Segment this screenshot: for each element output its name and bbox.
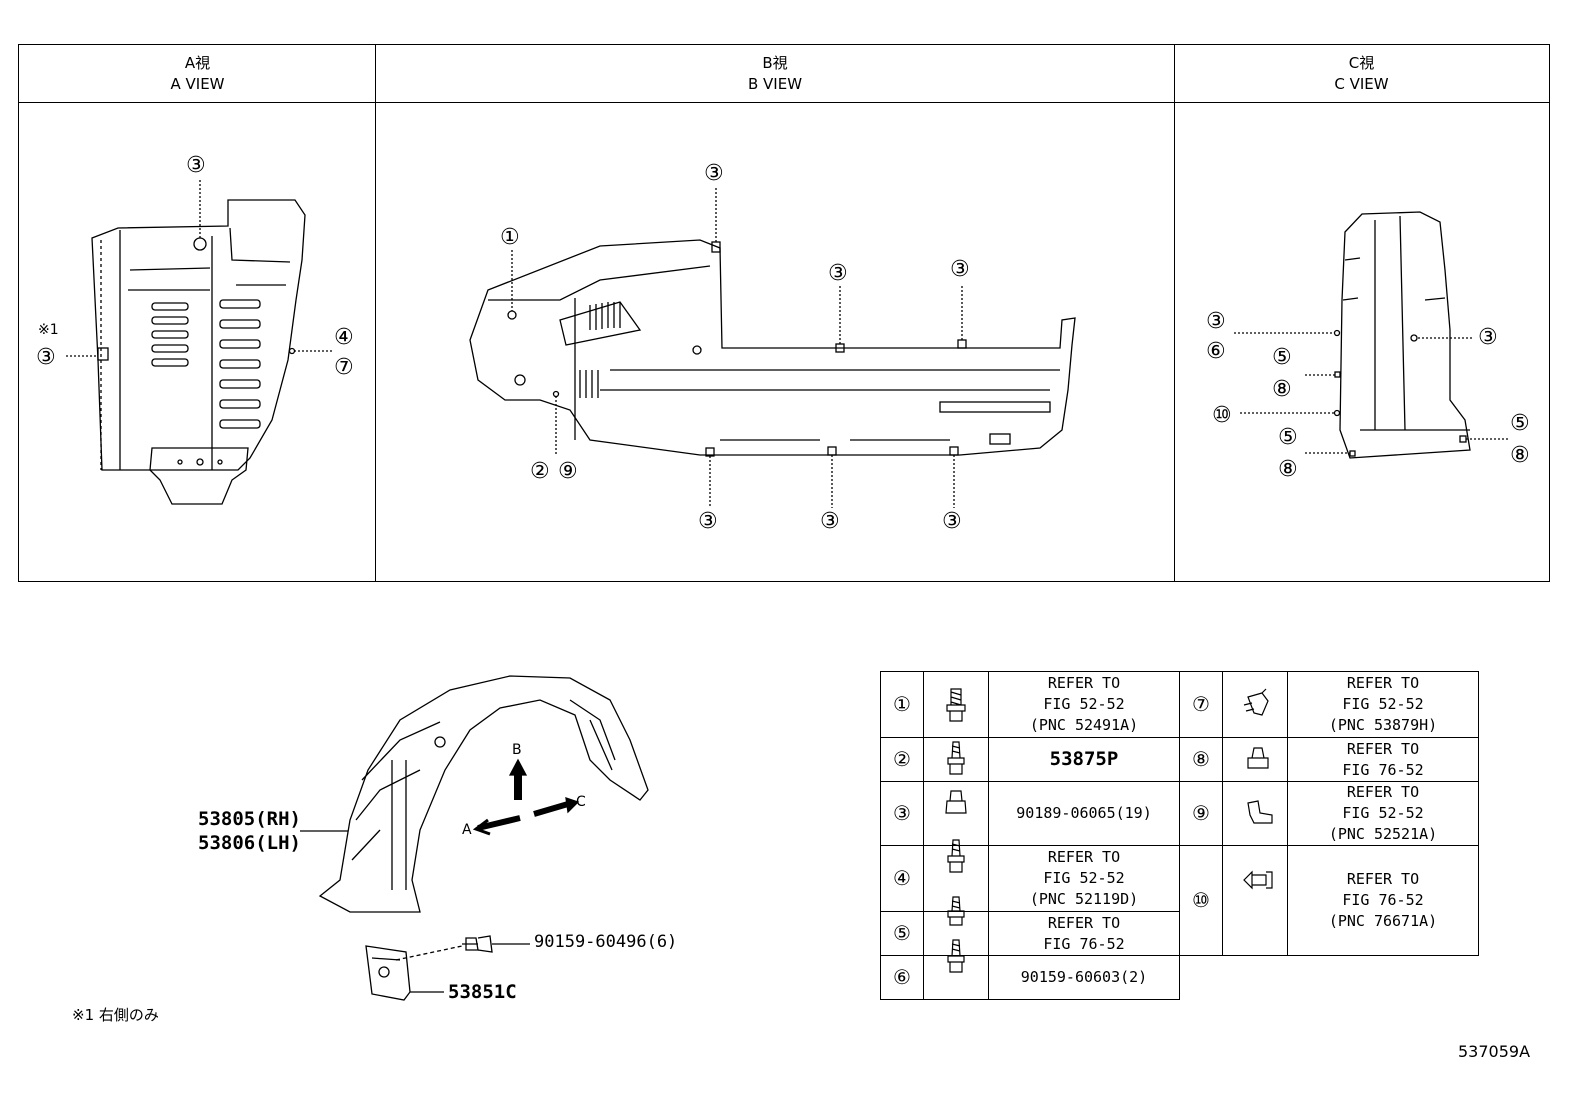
fastener-icon-cell-3: [923, 781, 989, 846]
a-view-vent-slots: [151, 299, 261, 429]
fastener-icon-cell-6: [923, 955, 989, 1000]
right-side-only-mark: ※1: [38, 322, 59, 338]
fastener-num-9: ⑨: [1179, 781, 1223, 846]
direction-arrow-a: [477, 815, 521, 831]
fender-liner-drawing: [300, 675, 649, 913]
callout-ten-17: ⑩: [1212, 403, 1232, 428]
callout-three-13: ③: [1206, 309, 1226, 334]
mudguard-drawing: [365, 935, 530, 1001]
fastener-num-7: ⑦: [1179, 671, 1223, 738]
fastener-icon-cell-5: [923, 911, 989, 956]
c-view-label-en: C VIEW: [1334, 75, 1389, 93]
c-view-header: C視 C VIEW: [1174, 45, 1549, 103]
callout-six-14: ⑥: [1206, 339, 1226, 364]
direction-b-label: B: [512, 742, 522, 758]
footnote: ※1 右側のみ: [72, 1006, 159, 1024]
b-view-vent-slots: [579, 302, 621, 398]
callout-three-6: ③: [828, 261, 848, 286]
fender-liner-lh-label: 53806(LH): [198, 832, 301, 854]
callout-seven-3: ⑦: [334, 355, 354, 380]
figure-number: 537059A: [1458, 1042, 1531, 1061]
fastener-desc-6: 90159-60603(2): [988, 955, 1180, 1000]
callout-three-1: ③: [36, 345, 56, 370]
b-view-label-jp: B視: [762, 54, 788, 72]
callout-three-10: ③: [698, 509, 718, 534]
a-view-header: A視 A VIEW: [19, 45, 376, 103]
b-view-panel: [375, 45, 1175, 581]
screw-icon: [462, 935, 493, 953]
fastener-num-8: ⑧: [1179, 737, 1223, 782]
screw-part-label: 90159-60496(6): [534, 932, 678, 952]
fastener-icon-cell-1: [923, 671, 989, 738]
fastener-desc-2: 53875P: [988, 737, 1180, 782]
direction-a-label: A: [462, 822, 472, 838]
callout-three-12: ③: [942, 509, 962, 534]
fastener-num-10: ⑩: [1179, 845, 1223, 956]
callout-three-5: ③: [704, 161, 724, 186]
callout-three-0: ③: [186, 153, 206, 178]
fastener-icon-cell-10: [1222, 845, 1288, 956]
a-view-liner-drawing: [66, 180, 332, 505]
a-view-label-en: A VIEW: [170, 75, 225, 93]
callout-two-8: ②: [530, 459, 550, 484]
c-view-label-jp: C視: [1348, 54, 1375, 72]
fastener-num-5: ⑤: [880, 911, 924, 956]
b-view-label-en: B VIEW: [747, 75, 803, 93]
fastener-icon-cell-7: [1222, 671, 1288, 738]
fastener-icon-cell-8: [1222, 737, 1288, 782]
callout-five-15: ⑤: [1272, 345, 1292, 370]
callout-five-21: ⑤: [1510, 411, 1530, 436]
table-empty-cell: [1180, 956, 1479, 1000]
a-view-panel: [19, 45, 376, 581]
direction-c-label: C: [576, 794, 586, 810]
callout-three-7: ③: [950, 257, 970, 282]
fastener-num-2: ②: [880, 737, 924, 782]
callout-eight-16: ⑧: [1272, 377, 1292, 402]
fastener-icon-cell-4: [923, 845, 989, 912]
fastener-desc-3: 90189-06065(19): [988, 781, 1180, 846]
a-view-label-jp: A視: [184, 54, 211, 72]
callout-four-2: ④: [334, 325, 354, 350]
fastener-num-3: ③: [880, 781, 924, 846]
callout-nine-9: ⑨: [558, 459, 578, 484]
callout-three-11: ③: [820, 509, 840, 534]
callout-one-4: ①: [500, 225, 520, 250]
fastener-num-1: ①: [880, 671, 924, 738]
fender-liner-rh-label: 53805(RH): [198, 808, 301, 830]
callout-three-20: ③: [1478, 325, 1498, 350]
direction-arrow-c: [533, 801, 569, 817]
fastener-icon-cell-9: [1222, 781, 1288, 846]
c-view-liner-drawing: [1234, 211, 1508, 459]
callout-eight-19: ⑧: [1278, 457, 1298, 482]
callout-five-18: ⑤: [1278, 425, 1298, 450]
callout-eight-22: ⑧: [1510, 443, 1530, 468]
b-view-liner-drawing: [469, 188, 1076, 508]
b-view-header: B視 B VIEW: [375, 45, 1175, 103]
views-frame: A視 A VIEW B視 B VIEW C視 C VIEW: [18, 44, 1550, 582]
fastener-num-4: ④: [880, 845, 924, 912]
fastener-num-6: ⑥: [880, 955, 924, 1000]
fastener-icon-cell-2: [923, 737, 989, 782]
mudguard-part-label: 53851C: [448, 981, 517, 1003]
